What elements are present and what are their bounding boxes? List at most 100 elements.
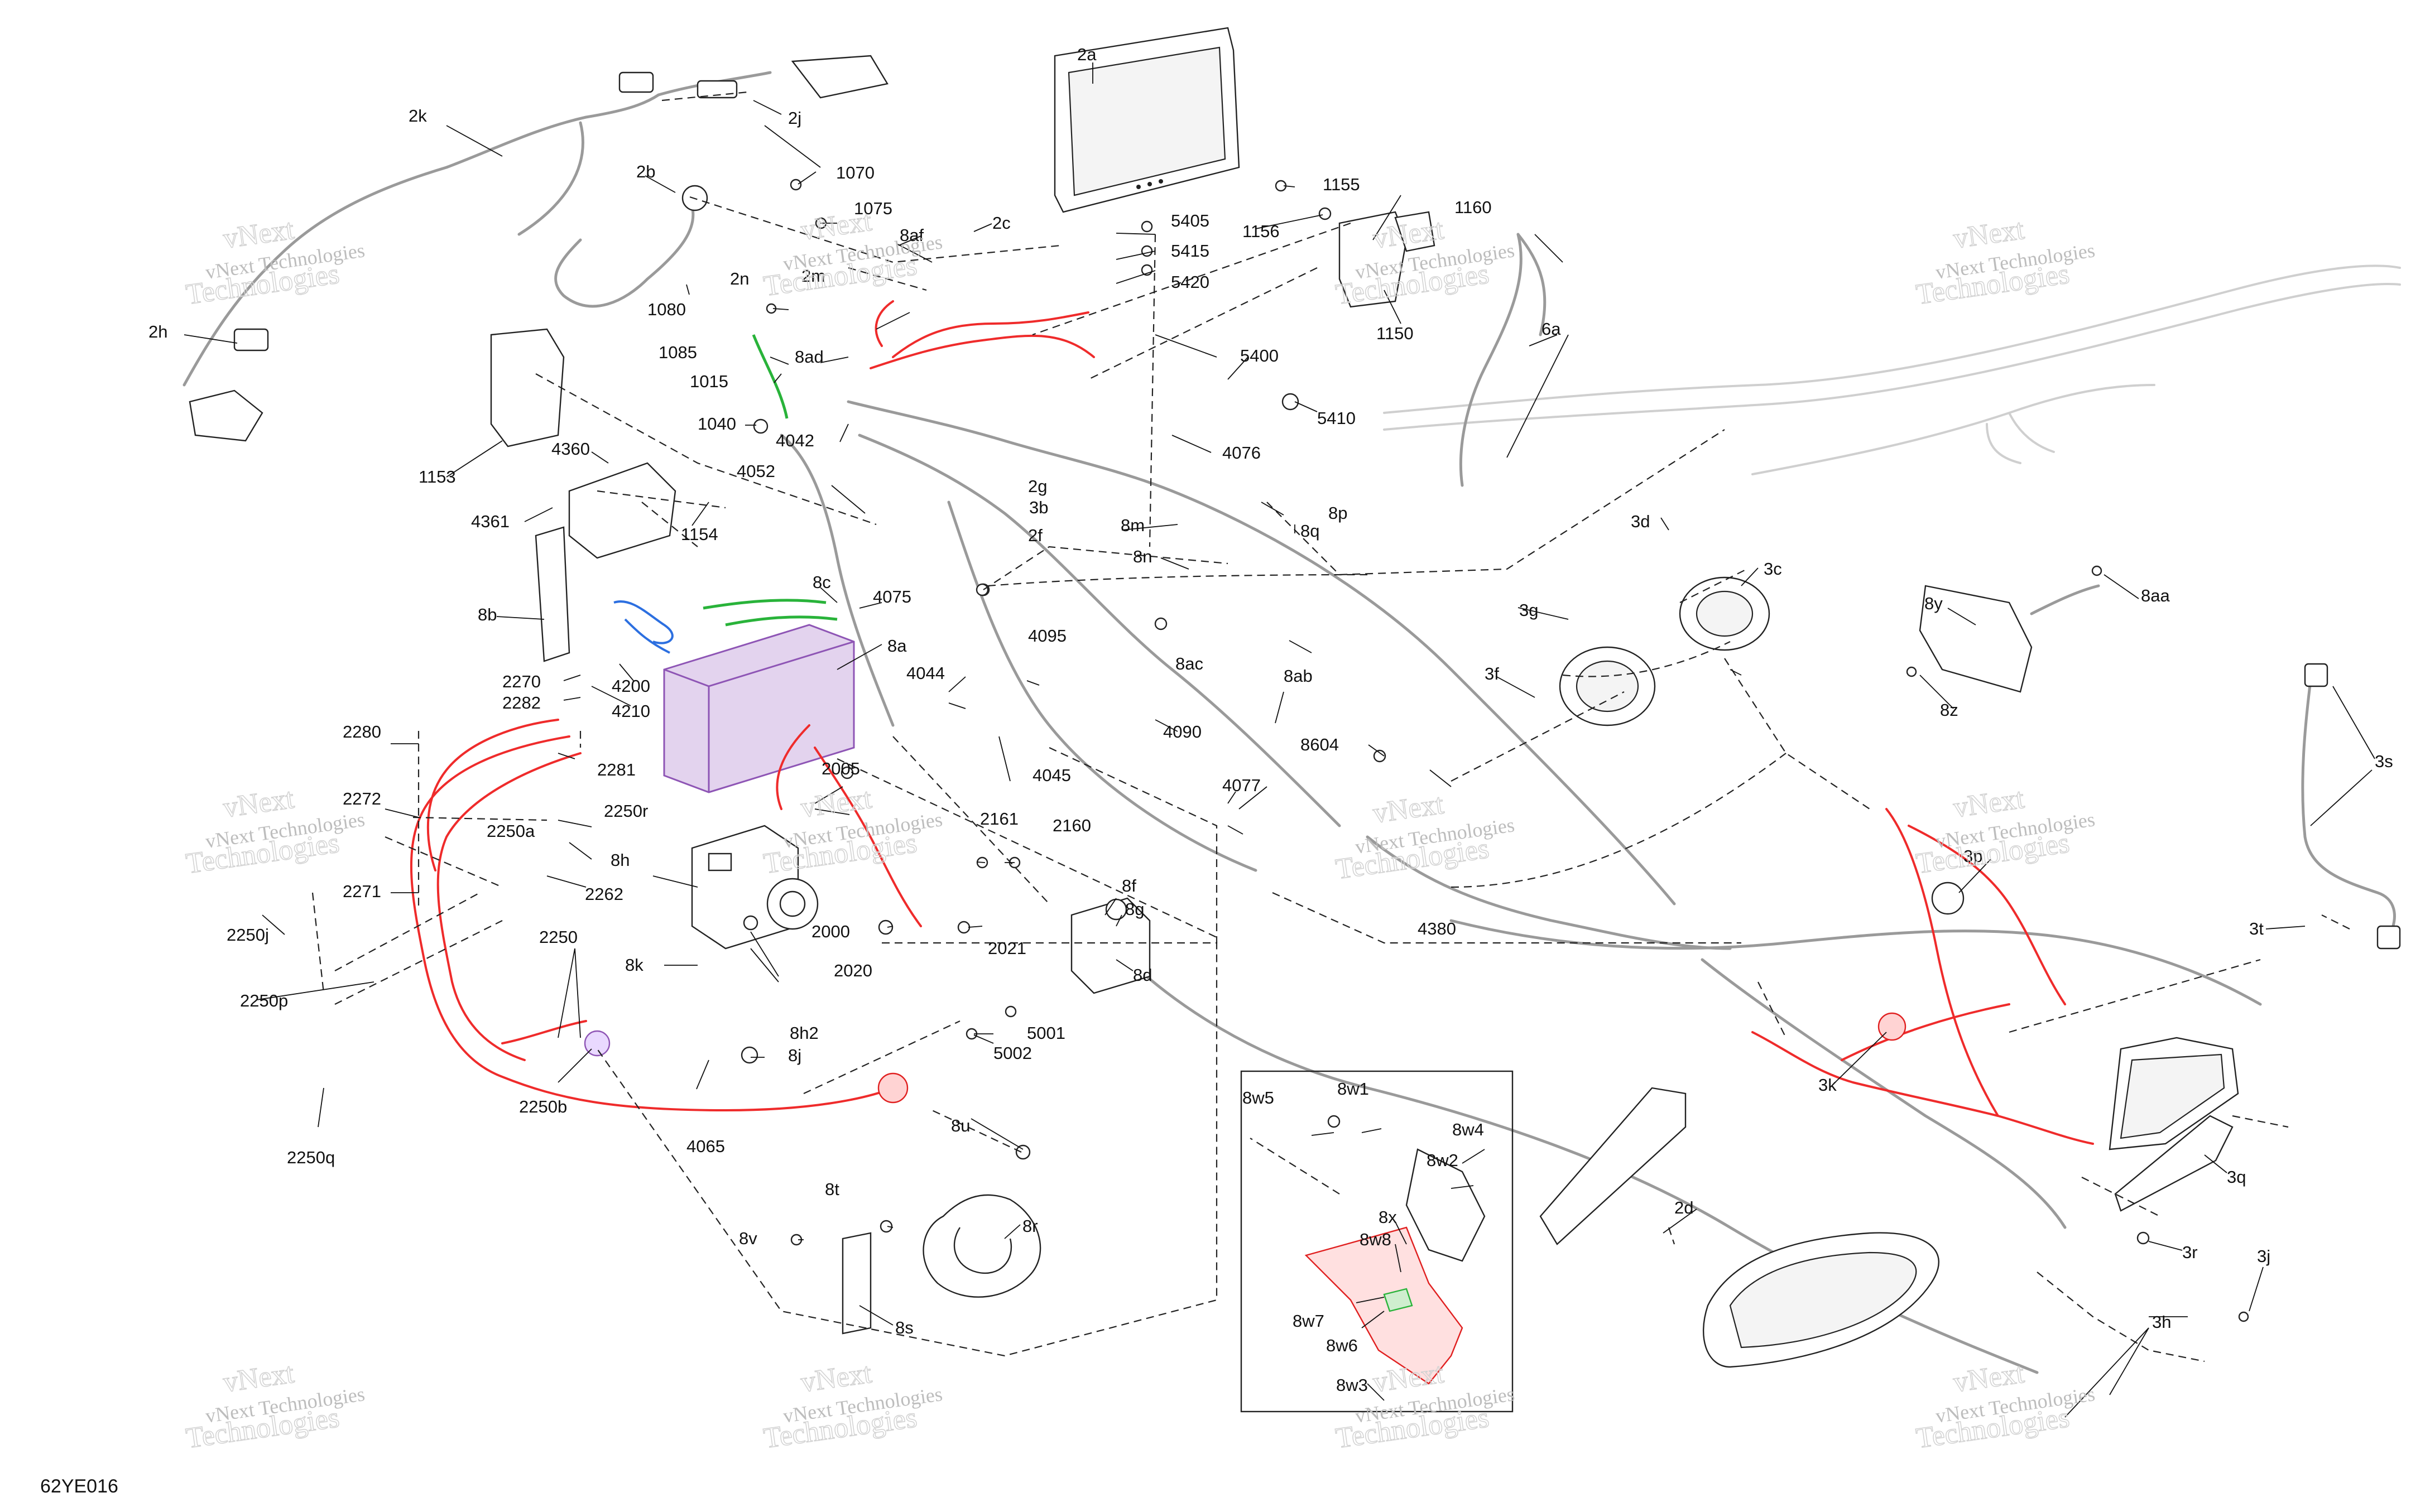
callout-5400: 5400 bbox=[1240, 346, 1279, 365]
callout-8f: 8f bbox=[1122, 876, 1136, 895]
callout-8n: 8n bbox=[1133, 547, 1152, 566]
bracket-4360 bbox=[568, 462, 676, 559]
callout-3h: 3h bbox=[2152, 1312, 2171, 1332]
callout-8z: 8z bbox=[1940, 700, 1958, 720]
callout-4076: 4076 bbox=[1222, 443, 1261, 463]
watermark-outline: vNext bbox=[799, 1357, 873, 1399]
callout-4045: 4045 bbox=[1032, 765, 1071, 785]
callout-1070: 1070 bbox=[836, 163, 875, 182]
callout-8604: 8604 bbox=[1300, 735, 1339, 754]
callout-4052: 4052 bbox=[737, 461, 775, 481]
callout-2020: 2020 bbox=[834, 961, 872, 980]
callout-3p: 3p bbox=[1963, 846, 1982, 866]
callout-2250j: 2250j bbox=[227, 925, 269, 945]
callout-2280: 2280 bbox=[343, 722, 381, 741]
callout-3j: 3j bbox=[2257, 1246, 2270, 1266]
brackets-left bbox=[490, 328, 676, 662]
watermark-outline: vNext bbox=[799, 783, 873, 824]
module-2h bbox=[233, 328, 269, 351]
callout-3b: 3b bbox=[1029, 498, 1048, 517]
callout-5405: 5405 bbox=[1171, 211, 1209, 230]
callout-1015: 1015 bbox=[690, 372, 728, 391]
callout-2d: 2d bbox=[1674, 1198, 1693, 1217]
watermark-outline: vNext bbox=[221, 1357, 296, 1399]
callout-2h: 2h bbox=[148, 322, 167, 341]
callout-2281: 2281 bbox=[597, 760, 636, 779]
callout-1160: 1160 bbox=[1454, 198, 1492, 217]
callout-2250p: 2250p bbox=[240, 991, 288, 1010]
callout-8w7: 8w7 bbox=[1293, 1311, 1324, 1331]
callout-2c: 2c bbox=[992, 213, 1011, 233]
callout-2b: 2b bbox=[636, 162, 655, 181]
callout-8u: 8u bbox=[951, 1116, 970, 1135]
antenna-2h bbox=[189, 389, 263, 442]
callout-8s: 8s bbox=[895, 1318, 914, 1337]
callout-8h2: 8h2 bbox=[790, 1023, 819, 1043]
callout-4380: 4380 bbox=[1418, 919, 1456, 938]
red-harness-top bbox=[870, 300, 1095, 369]
callout-2161: 2161 bbox=[980, 809, 1019, 829]
watermark-outline: vNext bbox=[221, 783, 296, 824]
callout-5001: 5001 bbox=[1027, 1023, 1065, 1043]
callout-4044: 4044 bbox=[906, 663, 945, 683]
speakers bbox=[1559, 576, 1770, 726]
callout-3g: 3g bbox=[1519, 600, 1538, 620]
callout-8c: 8c bbox=[813, 572, 831, 592]
callout-2g: 2g bbox=[1028, 476, 1047, 496]
callout-5002: 5002 bbox=[993, 1043, 1032, 1063]
inset-box-8w bbox=[1240, 1070, 1514, 1413]
callout-4210: 4210 bbox=[612, 701, 650, 721]
callout-2250q: 2250q bbox=[287, 1148, 335, 1167]
callout-1154: 1154 bbox=[681, 524, 718, 544]
callout-8y: 8y bbox=[1924, 594, 1943, 613]
callout-2262: 2262 bbox=[585, 884, 623, 904]
callout-3r: 3r bbox=[2182, 1243, 2198, 1262]
callout-8w5: 8w5 bbox=[1242, 1088, 1274, 1107]
diagram-code: 62YE016 bbox=[40, 1476, 118, 1497]
callout-3s: 3s bbox=[2375, 752, 2393, 771]
callout-1153: 1153 bbox=[419, 467, 456, 487]
callout-1080: 1080 bbox=[647, 300, 686, 319]
callout-8d: 8d bbox=[1133, 965, 1152, 985]
bracket-8b bbox=[535, 526, 570, 662]
callout-8ac: 8ac bbox=[1175, 654, 1203, 673]
watermark-outline: vNext bbox=[1951, 783, 2026, 824]
callout-4075: 4075 bbox=[873, 587, 911, 606]
callout-4095: 4095 bbox=[1028, 626, 1067, 646]
rear-harness-outline bbox=[1383, 264, 2401, 475]
callout-8af: 8af bbox=[900, 225, 924, 245]
callout-3t: 3t bbox=[2249, 919, 2264, 938]
callout-5420: 5420 bbox=[1171, 272, 1209, 292]
module-2j bbox=[697, 80, 738, 99]
antenna-2j bbox=[791, 55, 889, 99]
callout-8w2: 8w2 bbox=[1427, 1150, 1458, 1170]
callout-2m: 2m bbox=[801, 266, 825, 286]
watermark-outline: vNext bbox=[799, 205, 873, 247]
callout-2270: 2270 bbox=[502, 672, 541, 691]
callout-8b: 8b bbox=[478, 605, 497, 624]
callout-2272: 2272 bbox=[343, 789, 381, 808]
callout-8aa: 8aa bbox=[2141, 586, 2170, 605]
bracket-8s bbox=[842, 1232, 872, 1335]
callout-2000: 2000 bbox=[811, 922, 850, 941]
callout-8k: 8k bbox=[625, 955, 643, 975]
callout-1040: 1040 bbox=[698, 414, 736, 434]
actuator-8y bbox=[1919, 584, 2100, 693]
watermark-outline: vNext bbox=[1951, 1357, 2026, 1399]
red-harness-2250 bbox=[410, 719, 922, 1112]
callout-8r: 8r bbox=[1022, 1216, 1038, 1236]
callout-1155: 1155 bbox=[1323, 175, 1360, 194]
callout-8w4: 8w4 bbox=[1452, 1120, 1484, 1139]
callout-4360: 4360 bbox=[551, 439, 590, 459]
callout-2f: 2f bbox=[1028, 526, 1043, 545]
callout-4361: 4361 bbox=[471, 512, 510, 531]
callout-1075: 1075 bbox=[854, 199, 892, 218]
fasteners bbox=[741, 179, 2249, 1322]
callout-5410: 5410 bbox=[1317, 408, 1356, 428]
callout-8w6: 8w6 bbox=[1326, 1336, 1358, 1355]
callout-2k: 2k bbox=[409, 106, 427, 126]
callout-8g: 8g bbox=[1125, 899, 1144, 919]
watermark-outline: vNext bbox=[1371, 1357, 1445, 1399]
bracket-1153 bbox=[490, 328, 565, 447]
